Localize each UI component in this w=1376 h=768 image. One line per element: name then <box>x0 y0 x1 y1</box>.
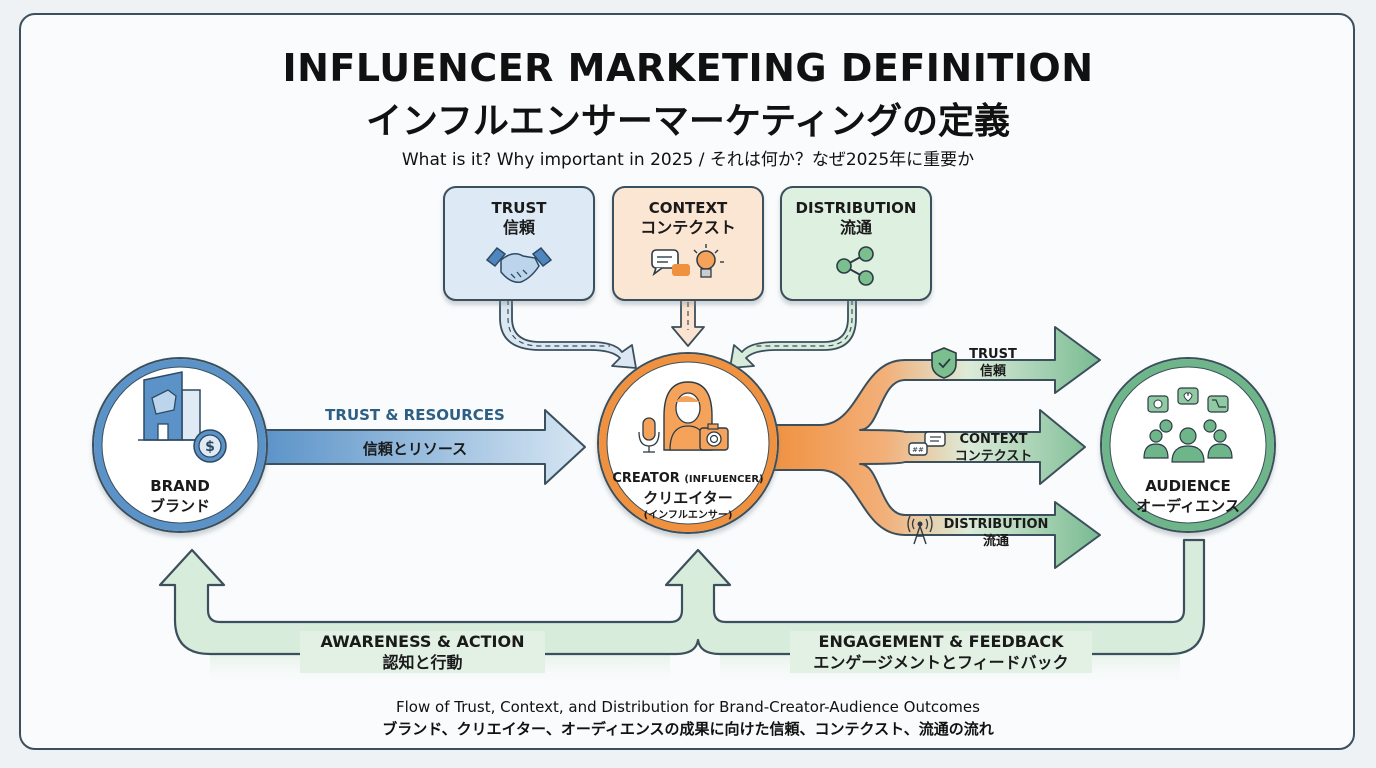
building-dollar-icon: $ <box>138 371 227 463</box>
awareness-action-ja: 認知と行動 <box>382 653 463 672</box>
pillar-arrows <box>499 299 857 369</box>
branch-context-label: CONTEXT コンテクスト <box>946 431 1041 465</box>
branch-trust-en: TRUST <box>969 347 1017 362</box>
awareness-action-en: AWARENESS & ACTION <box>320 632 525 651</box>
audience-label-en: AUDIENCE <box>1145 477 1231 495</box>
pillar-context-box <box>612 186 764 301</box>
pillar-distribution-label: DISTRIBUTION 流通 <box>781 198 931 238</box>
page-title: INFLUENCER MARKETING DEFINITION <box>282 46 1094 90</box>
page-subtitle: What is it? Why important in 2025 / それは何… <box>401 150 975 170</box>
creator-mic-camera-icon <box>638 381 729 453</box>
branch-trust-label: TRUST 信頼 <box>958 346 1028 380</box>
broadcast-tower-icon <box>907 515 933 545</box>
branch-context-en: CONTEXT <box>959 432 1028 447</box>
branch-trust-ja: 信頼 <box>979 364 1006 379</box>
audience-label: AUDIENCE オーディエンス <box>1113 476 1263 516</box>
shield-check-icon <box>931 347 957 379</box>
creator-label-en-sub: (INFLUENCER) <box>684 474 764 485</box>
branch-distribution-label: DISTRIBUTION 流通 <box>936 516 1056 550</box>
pillar-distribution-box <box>780 186 932 301</box>
pillar-context-ja: コンテクスト <box>640 218 736 237</box>
pillar-trust-box <box>443 186 595 301</box>
chat-lightbulb-icon <box>651 244 724 278</box>
chat-bubbles-icon: ## <box>908 431 946 456</box>
creator-label: CREATOR (INFLUENCER) クリエイター (インフルエンサー) <box>598 470 778 525</box>
branch-distribution-en: DISTRIBUTION <box>943 517 1049 532</box>
engagement-feedback-label: ENGAGEMENT & FEEDBACK エンゲージメントとフィードバック <box>790 631 1092 673</box>
svg-text:$: $ <box>205 439 215 455</box>
pillar-trust-en: TRUST <box>491 199 547 217</box>
footer-caption-ja: ブランド、クリエイター、オーディエンスの成果に向けた信頼、コンテクスト、流通の流… <box>382 720 994 738</box>
brand-label-en: BRAND <box>150 477 210 495</box>
audience-label-ja: オーディエンス <box>1136 497 1240 515</box>
page-title-ja: インフルエンサーマーケティングの定義 <box>365 101 1011 142</box>
branch-distribution-ja: 流通 <box>982 534 1009 549</box>
audience-node <box>1100 357 1276 533</box>
pillar-context-label: CONTEXT コンテクスト <box>613 198 763 238</box>
engagement-feedback-ja: エンゲージメントとフィードバック <box>813 653 1069 672</box>
awareness-action-label: AWARENESS & ACTION 認知と行動 <box>300 631 545 673</box>
pillar-distribution-ja: 流通 <box>839 218 872 237</box>
brand-label-ja: ブランド <box>149 497 210 515</box>
pillar-context-en: CONTEXT <box>648 199 728 217</box>
brand-label: BRAND ブランド <box>110 476 250 516</box>
branch-context-ja: コンテクスト <box>954 449 1033 464</box>
creator-label-en: CREATOR <box>612 471 680 486</box>
svg-text:##: ## <box>912 446 924 454</box>
brand-node <box>92 357 268 533</box>
footer-caption: Flow of Trust, Context, and Distribution… <box>396 698 980 716</box>
audience-group-icon <box>1143 387 1233 463</box>
share-icon <box>836 246 874 286</box>
pillar-distribution-en: DISTRIBUTION <box>795 199 917 217</box>
creator-label-ja-sub: (インフルエンサー) <box>643 510 733 521</box>
pillar-trust-ja: 信頼 <box>502 218 535 237</box>
handshake-icon <box>485 246 553 284</box>
trust-resources-label-ja: 信頼とリソース <box>362 440 468 458</box>
trust-resources-label: TRUST & RESOURCES <box>325 406 505 424</box>
engagement-feedback-en: ENGAGEMENT & FEEDBACK <box>818 632 1064 651</box>
trust-resources-arrow <box>261 409 586 485</box>
pillar-trust-label: TRUST 信頼 <box>444 198 594 238</box>
creator-label-ja: クリエイター <box>643 489 733 507</box>
creator-to-audience-arrows <box>769 326 1101 569</box>
